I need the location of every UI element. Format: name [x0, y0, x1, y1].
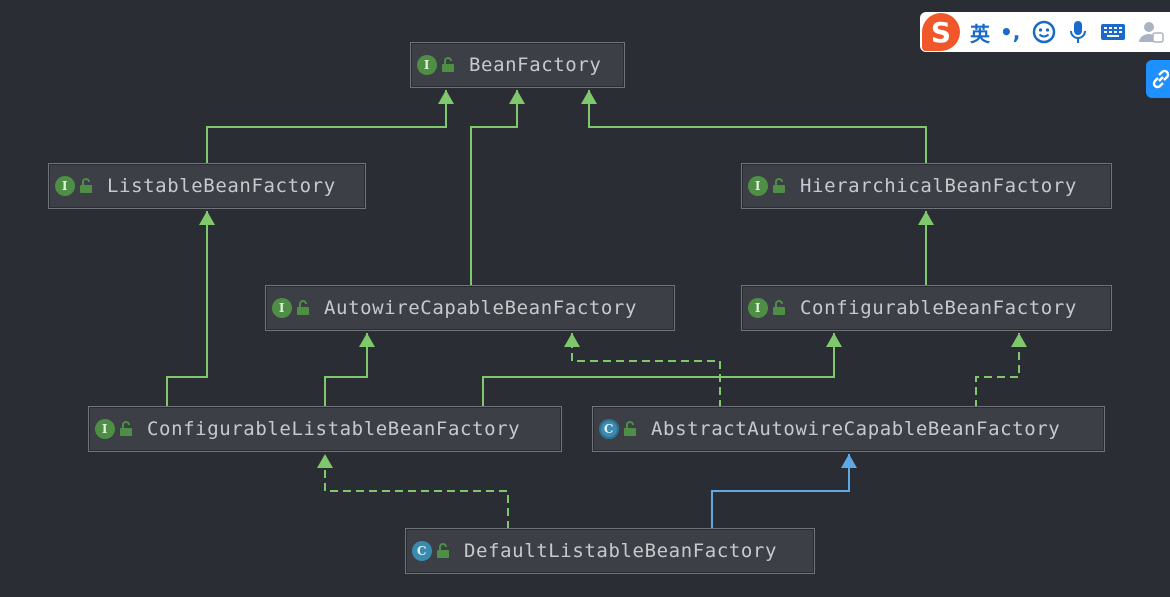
- interface-icon: I: [55, 176, 75, 196]
- edge-abstractautowire-to-autowire: [564, 333, 721, 408]
- edge-hierarchical-to-beanfactory: [581, 90, 927, 165]
- keyboard-icon[interactable]: [1100, 22, 1126, 42]
- interface-icon: I: [748, 298, 768, 318]
- edge-default-to-abstractautowire: [711, 454, 857, 529]
- public-lock-icon: [437, 543, 449, 558]
- interface-icon: I: [272, 298, 292, 318]
- edge-configlistable-to-autowire: [324, 333, 375, 408]
- node-label: ListableBeanFactory: [107, 175, 336, 197]
- node-label: ConfigurableListableBeanFactory: [147, 418, 521, 440]
- node-abstract-autowire-capable-bean-factory[interactable]: C AbstractAutowireCapableBeanFactory: [592, 406, 1105, 452]
- ime-logo[interactable]: S: [922, 13, 960, 51]
- node-label: AutowireCapableBeanFactory: [324, 297, 638, 319]
- edge-abstractautowire-to-configurable: [975, 333, 1027, 408]
- node-listable-bean-factory[interactable]: I ListableBeanFactory: [48, 163, 366, 209]
- edge-autowire-to-beanfactory: [470, 90, 525, 287]
- ime-punctuation-toggle[interactable]: •,: [1000, 20, 1021, 44]
- node-label: ConfigurableBeanFactory: [800, 297, 1077, 319]
- node-label: HierarchicalBeanFactory: [800, 175, 1077, 197]
- ime-toolbar[interactable]: S 英 •,: [920, 12, 1170, 52]
- edge-listable-to-beanfactory: [206, 90, 454, 165]
- node-configurable-listable-bean-factory[interactable]: I ConfigurableListableBeanFactory: [88, 406, 562, 452]
- node-autowire-capable-bean-factory[interactable]: I AutowireCapableBeanFactory: [265, 285, 675, 331]
- public-lock-icon: [773, 300, 785, 315]
- public-lock-icon: [773, 178, 785, 193]
- ime-language-toggle[interactable]: 英: [970, 21, 990, 46]
- emoji-icon[interactable]: [1032, 20, 1056, 44]
- abstract-class-icon: C: [599, 419, 619, 439]
- side-link-tab[interactable]: [1146, 60, 1170, 98]
- interface-icon: I: [95, 419, 115, 439]
- microphone-icon[interactable]: [1068, 19, 1088, 45]
- public-lock-icon: [120, 421, 132, 436]
- node-hierarchical-bean-factory[interactable]: I HierarchicalBeanFactory: [741, 163, 1112, 209]
- node-label: DefaultListableBeanFactory: [464, 540, 778, 562]
- node-configurable-bean-factory[interactable]: I ConfigurableBeanFactory: [741, 285, 1112, 331]
- public-lock-icon: [442, 57, 454, 72]
- node-default-listable-bean-factory[interactable]: C DefaultListableBeanFactory: [405, 528, 815, 574]
- edge-configlistable-to-configurable: [482, 333, 842, 408]
- user-icon[interactable]: [1138, 20, 1165, 44]
- public-lock-icon: [624, 421, 636, 436]
- public-lock-icon: [297, 300, 309, 315]
- public-lock-icon: [80, 178, 92, 193]
- edge-configlistable-to-listable: [166, 211, 215, 408]
- node-bean-factory[interactable]: I BeanFactory: [410, 42, 625, 88]
- interface-icon: I: [417, 55, 437, 75]
- node-label: AbstractAutowireCapableBeanFactory: [651, 418, 1061, 440]
- edge-default-to-configlistable: [317, 454, 509, 529]
- link-icon: [1152, 69, 1170, 89]
- class-icon: C: [412, 541, 432, 561]
- node-label: BeanFactory: [469, 54, 602, 76]
- interface-icon: I: [748, 176, 768, 196]
